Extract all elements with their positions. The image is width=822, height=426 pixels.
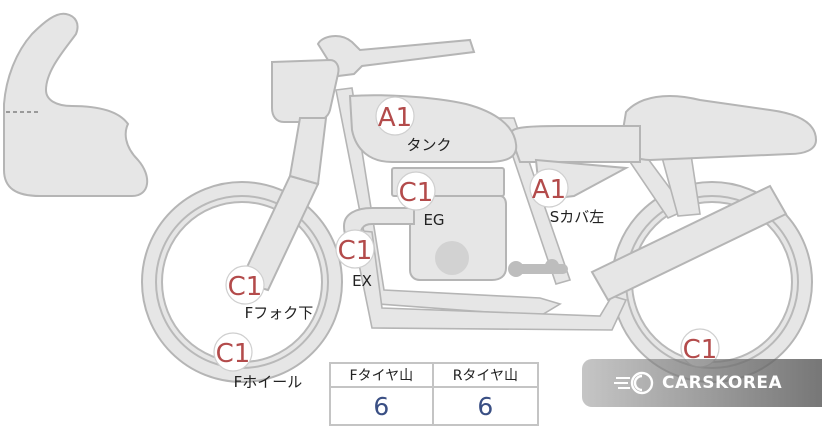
- seat-part: [508, 95, 818, 163]
- rear-tire-value: 6: [431, 386, 540, 426]
- damage-label: Sカバ左: [550, 208, 605, 226]
- damage-label: タンク: [406, 136, 451, 154]
- rear-subframe: [590, 147, 788, 302]
- watermark-text: CARSKOREA: [662, 373, 783, 393]
- damage-code: C1: [216, 339, 251, 369]
- carskorea-watermark: CARSKOREA: [582, 359, 822, 407]
- front-tire-header: Fタイヤ山: [329, 362, 434, 388]
- damage-code: C1: [399, 178, 434, 208]
- tire-tread-table: Fタイヤ山 Rタイヤ山 6 6: [329, 362, 540, 426]
- damage-label: Fフォク下: [245, 304, 314, 322]
- damage-code: A1: [532, 175, 566, 205]
- damage-label: Fホイール: [234, 373, 303, 391]
- fairing-part: [3, 12, 148, 197]
- front-fork-part: [238, 117, 328, 292]
- damage-code: C1: [338, 236, 373, 266]
- damage-mark-tank: A1 タンク: [375, 96, 452, 154]
- damage-code: C1: [228, 272, 263, 302]
- handlebar-part: [271, 35, 476, 123]
- damage-mark-side-cover: A1 Sカバ左: [529, 168, 605, 226]
- carskorea-logo-icon: [614, 371, 654, 395]
- damage-code: A1: [378, 103, 412, 133]
- front-tire-value: 6: [329, 386, 434, 426]
- damage-mark-front-wheel: C1 Fホイール: [213, 332, 303, 391]
- damage-mark-engine: C1 EG: [396, 171, 445, 229]
- engine-part: [391, 167, 568, 281]
- damage-label: EX: [352, 272, 372, 290]
- damage-mark-exhaust: C1 EX: [335, 229, 375, 290]
- damage-label: EG: [423, 211, 444, 229]
- damage-mark-front-fork: C1 Fフォク下: [225, 265, 314, 322]
- rear-tire-header: Rタイヤ山: [431, 362, 540, 388]
